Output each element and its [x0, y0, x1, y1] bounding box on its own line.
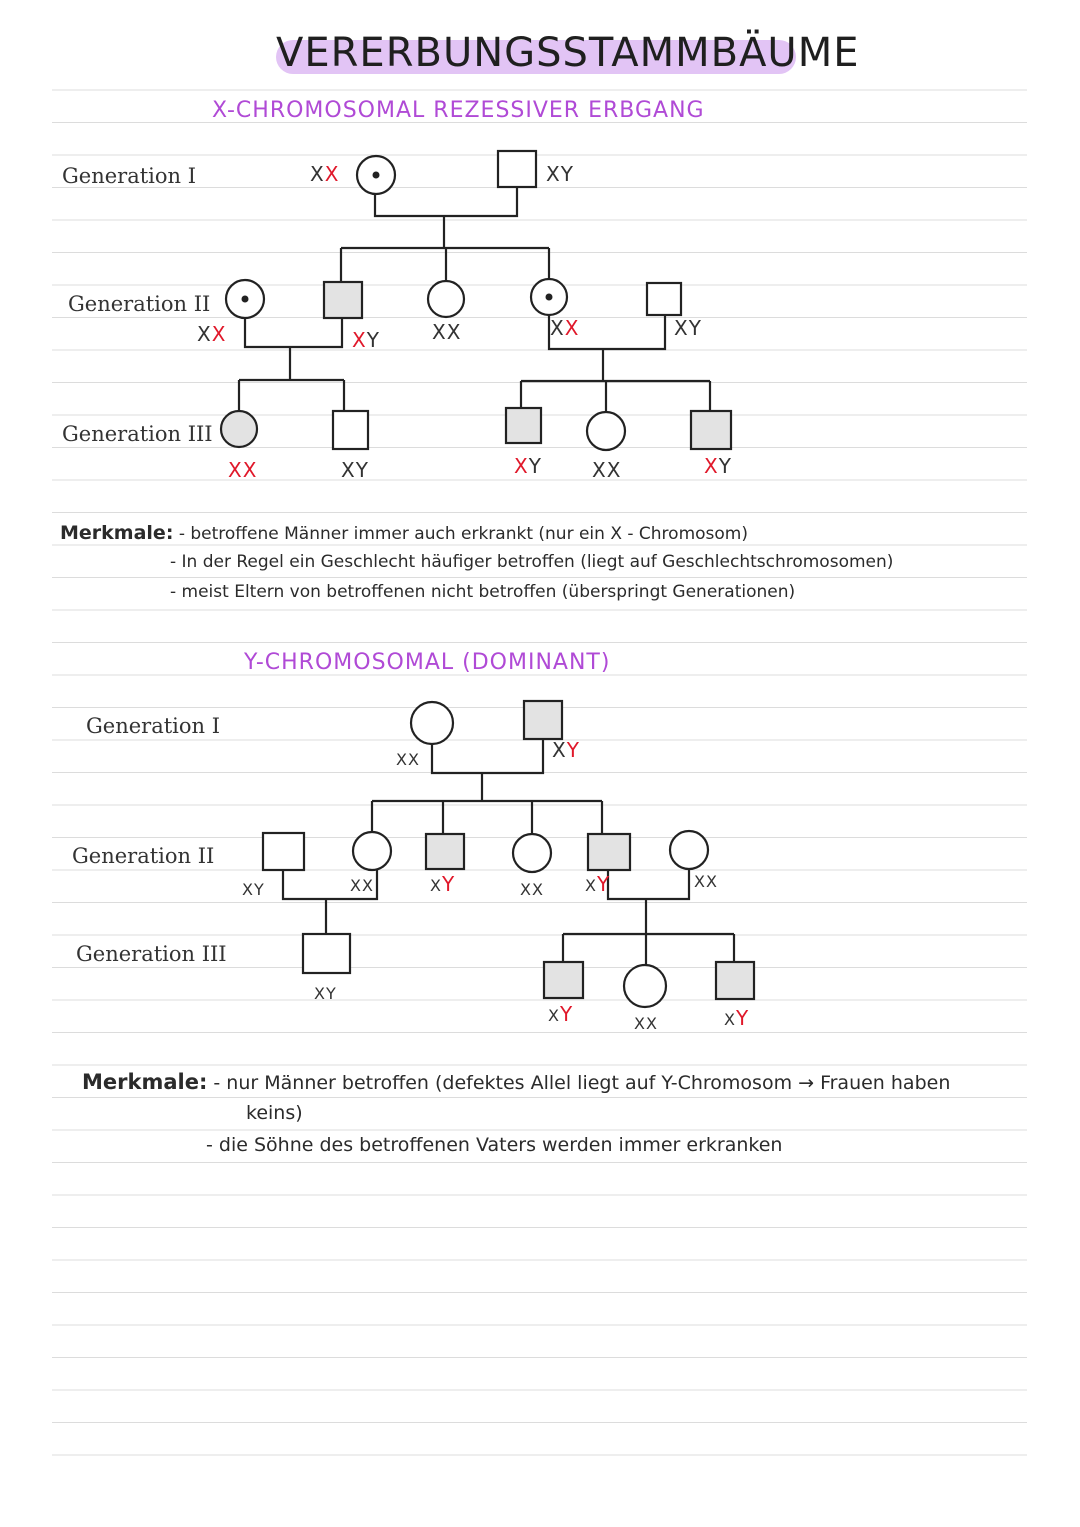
feature-item: - meist Eltern von betroffenen nicht bet… — [170, 582, 796, 602]
section-x-generation-1: Generation I — [62, 164, 197, 188]
genotype-label: XX — [550, 316, 580, 340]
healthy-female-symbol — [511, 832, 553, 874]
genotype-label: XX — [197, 322, 227, 346]
healthy-male-symbol — [496, 149, 538, 189]
healthy-female-symbol — [409, 700, 455, 746]
affected-male-symbol — [424, 832, 466, 871]
carrier-dot-icon — [545, 293, 553, 301]
genotype-label: XX — [432, 320, 462, 344]
section-x-generation-3: Generation III — [62, 422, 213, 446]
affected-male-symbol — [586, 832, 632, 872]
affected-male-symbol — [504, 406, 543, 445]
genotype-label: XX — [228, 458, 258, 482]
genotype-label: XX — [634, 1014, 658, 1033]
section-x-heading: X-CHROMOSOMAL REZESSIVER ERBGANG — [212, 98, 705, 123]
title-highlight — [276, 40, 796, 74]
affected-male-symbol — [689, 409, 733, 451]
healthy-male-symbol — [645, 281, 683, 317]
section-y-generation-3: Generation III — [76, 942, 227, 966]
feature-item: - In der Regel ein Geschlecht häufiger b… — [170, 552, 894, 572]
mating-line — [430, 740, 545, 775]
mating-line — [547, 315, 667, 351]
genotype-label: XX — [520, 880, 544, 899]
genotype-label: XY — [674, 316, 702, 340]
feature-item: keins) — [246, 1102, 303, 1124]
mating-line — [281, 870, 379, 901]
genotype-label: XY — [341, 458, 369, 482]
healthy-female-symbol — [622, 963, 668, 1009]
features-label: Merkmale: — [60, 522, 174, 544]
mating-line — [606, 869, 691, 901]
affected-male-symbol — [522, 699, 564, 741]
genotype-label: XX — [350, 876, 374, 895]
section-x-features: Merkmale: - betroffene Männer immer auch… — [60, 522, 893, 612]
genotype-label: XY — [314, 984, 337, 1003]
page-title: VERERBUNGSSTAMMBÄUME — [276, 30, 860, 76]
healthy-male-symbol — [331, 409, 370, 451]
genotype-label: XY — [242, 880, 265, 899]
genotype-label: XX — [694, 872, 718, 891]
healthy-male-symbol — [301, 932, 352, 975]
healthy-female-symbol — [668, 829, 710, 871]
healthy-male-symbol — [261, 831, 306, 872]
feature-item: - nur Männer betroffen (defektes Allel l… — [213, 1072, 951, 1094]
features-label: Merkmale: — [82, 1070, 208, 1094]
section-y-features: Merkmale: - nur Männer betroffen (defekt… — [82, 1070, 950, 1166]
affected-male-symbol — [322, 280, 364, 320]
genotype-label: XY — [548, 1002, 574, 1026]
affected-male-symbol — [714, 960, 756, 1001]
affected-male-symbol — [542, 960, 585, 1000]
section-x-generation-2: Generation II — [68, 292, 211, 316]
genotype-label: XY — [724, 1006, 750, 1030]
section-y-generation-1: Generation I — [86, 714, 221, 738]
genotype-label: XY — [546, 162, 574, 186]
genotype-label: XX — [592, 458, 622, 482]
genotype-label: XX — [396, 750, 420, 769]
feature-item: - die Söhne des betroffenen Vaters werde… — [206, 1134, 783, 1156]
genotype-label: XY — [430, 872, 456, 896]
genotype-label: XY — [352, 328, 380, 352]
mating-line — [373, 188, 519, 218]
carrier-dot-icon — [241, 295, 249, 303]
mating-line — [243, 318, 344, 349]
healthy-female-symbol — [585, 410, 627, 452]
feature-item: - betroffene Männer immer auch erkrankt … — [178, 524, 748, 544]
section-y-heading: Y-CHROMOSOMAL (DOMINANT) — [244, 650, 611, 675]
healthy-female-symbol — [426, 279, 466, 319]
carrier-dot-icon — [372, 171, 380, 179]
genotype-label: XY — [514, 454, 542, 478]
genotype-label: XY — [704, 454, 732, 478]
affected-female-symbol — [219, 409, 259, 449]
healthy-female-symbol — [351, 830, 393, 872]
genotype-label: XY — [552, 738, 580, 762]
genotype-label: XX — [310, 162, 340, 186]
genotype-label: XY — [585, 872, 611, 896]
section-y-generation-2: Generation II — [72, 844, 215, 868]
